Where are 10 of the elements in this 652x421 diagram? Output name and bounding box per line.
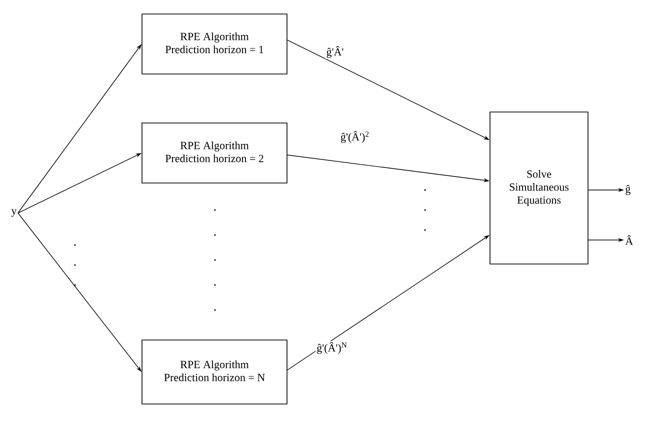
output-symbol: ĝ	[626, 185, 630, 196]
edge-label: ĝ'(Â')$^{2}$	[339, 130, 371, 144]
output-symbol: Â	[625, 235, 634, 245]
process-box: RPE Algorithm Prediction horizon = 1	[142, 14, 288, 74]
process-box: RPE Algorithm Prediction horizon = 2	[142, 122, 288, 184]
input-symbol: y	[11, 209, 17, 217]
process-box: RPE Algorithm Prediction horizon = N	[142, 340, 288, 404]
solver-box: Solve Simultaneous Equations	[490, 112, 588, 264]
edge-label: ĝ'Â'	[325, 45, 345, 59]
edge-label: ĝ'(Â')$^{N}$	[316, 341, 348, 355]
